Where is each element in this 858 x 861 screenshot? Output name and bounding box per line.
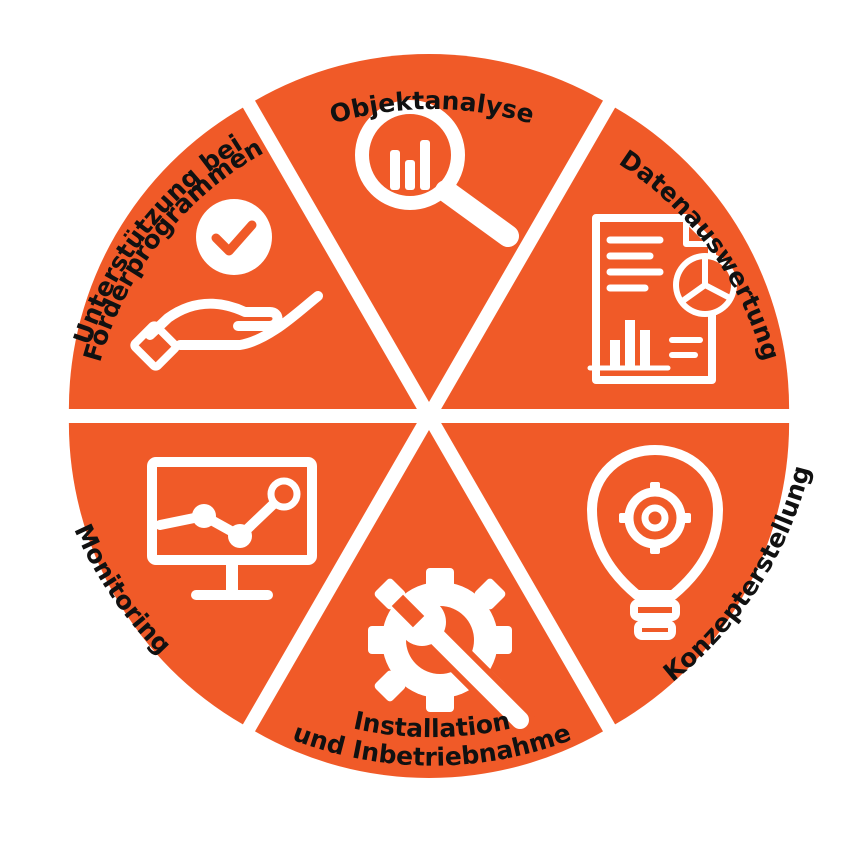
wedge-objektanalyse <box>255 53 603 403</box>
gear-wrench-icon <box>368 568 535 735</box>
monitor-chart-icon <box>147 457 317 600</box>
hand-check-icon <box>130 199 323 371</box>
report-document-icon <box>587 214 737 384</box>
magnifier-chart-icon <box>355 100 519 247</box>
lightbulb-gear-icon <box>587 445 723 640</box>
